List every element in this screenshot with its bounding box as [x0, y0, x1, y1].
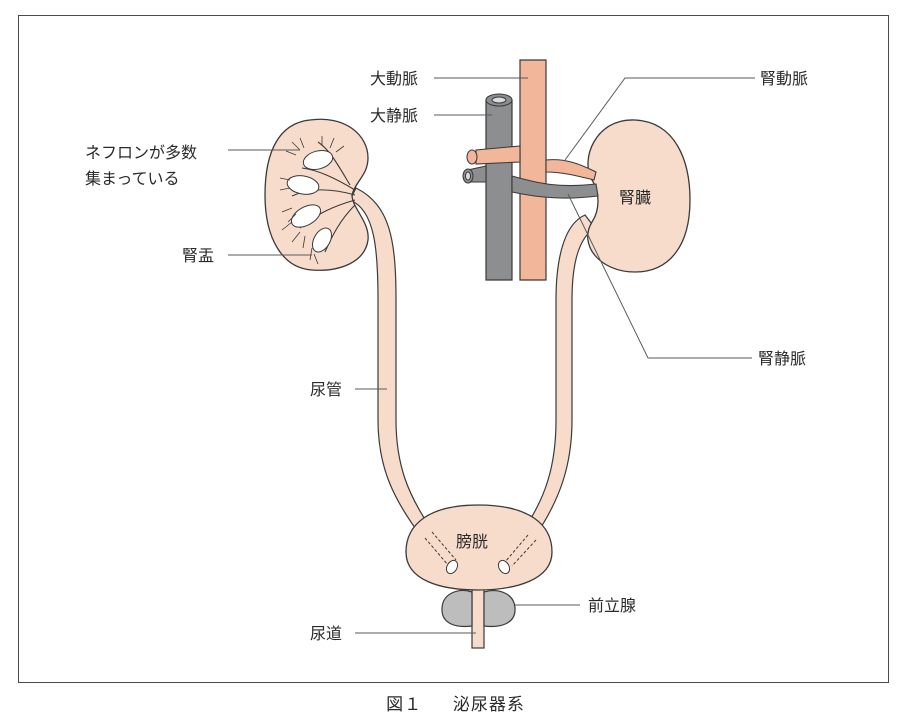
- label-nephron-line1: ネフロンが多数: [85, 143, 197, 162]
- left-kidney: [264, 118, 369, 271]
- calyx: [312, 227, 332, 253]
- label-aorta: 大動脈: [370, 69, 418, 88]
- label-renal-vein: 腎静脈: [758, 349, 806, 368]
- label-kidney: 腎臓: [619, 188, 651, 207]
- figure-title: 泌尿器系: [452, 695, 525, 715]
- left-renal-artery-stub: [475, 145, 521, 165]
- label-urethra: 尿道: [310, 624, 342, 643]
- label-renal-pelvis: 腎盂: [182, 246, 214, 265]
- label-ureter: 尿管: [310, 380, 342, 399]
- figure-caption: 図１ 泌尿器系: [0, 690, 911, 715]
- label-renal-artery: 腎動脈: [760, 69, 808, 88]
- calyx: [302, 149, 334, 171]
- label-vena-cava: 大静脈: [370, 106, 418, 125]
- left-renal-vein-lumen: [465, 171, 471, 181]
- left-renal-artery-opening: [466, 149, 478, 165]
- vena-cava-vessel: [485, 99, 513, 281]
- label-nephron-line2: 集まっている: [85, 169, 180, 188]
- leader-lines: [228, 77, 755, 634]
- calyx: [286, 175, 320, 195]
- right-ureter-orifice: [497, 559, 511, 575]
- right-renal-artery: [545, 159, 597, 181]
- prostate-gland: [441, 589, 516, 628]
- nephron-fibers: [279, 136, 345, 265]
- right-ureter-inner: [504, 534, 537, 567]
- label-bladder: 膀胱: [456, 532, 488, 551]
- figure-number: 図１: [386, 695, 423, 715]
- renal-pelvis-structure: [291, 141, 356, 253]
- figure-frame: [18, 15, 889, 683]
- label-prostate: 前立腺: [588, 596, 636, 615]
- aorta-vessel: [519, 59, 547, 281]
- bladder-organ: [405, 504, 553, 591]
- left-ureter-inner: [424, 531, 457, 566]
- left-ureter-orifice: [445, 559, 459, 575]
- right-renal-vein: [511, 175, 599, 199]
- vena-cava-lumen: [491, 96, 507, 104]
- calyx: [290, 204, 322, 228]
